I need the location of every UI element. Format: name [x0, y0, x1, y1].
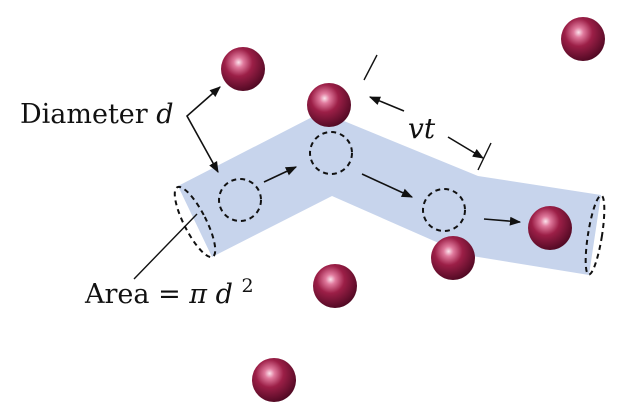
- area-label: Area = π d 2: [84, 275, 254, 310]
- vt-tick-left: [363, 54, 378, 81]
- collision-tube: [178, 112, 601, 275]
- molecule: [313, 264, 357, 308]
- area-pointer-line: [133, 213, 198, 280]
- cross-section-circle: [422, 188, 466, 232]
- molecule: [221, 47, 265, 91]
- tube-right-end-ellipse: [584, 194, 606, 276]
- trajectory-arrow: [483, 216, 522, 226]
- vt-dimension-arrow-upper: [368, 96, 405, 112]
- trajectory-arrow: [263, 166, 298, 183]
- molecule: [252, 358, 296, 402]
- cross-section-circle: [218, 178, 262, 222]
- vt-label: vt: [408, 112, 436, 145]
- molecule: [528, 206, 572, 250]
- vt-dimension-arrow-lower: [447, 136, 484, 159]
- cross-section-circle: [309, 131, 353, 175]
- diameter-label: Diameter d: [20, 99, 174, 130]
- molecule: [307, 83, 351, 127]
- trajectory-arrow: [361, 173, 414, 198]
- diameter-pointer-arrow: [185, 86, 221, 173]
- vt-tick-right: [477, 142, 492, 171]
- molecule: [431, 236, 475, 280]
- molecule: [561, 17, 605, 61]
